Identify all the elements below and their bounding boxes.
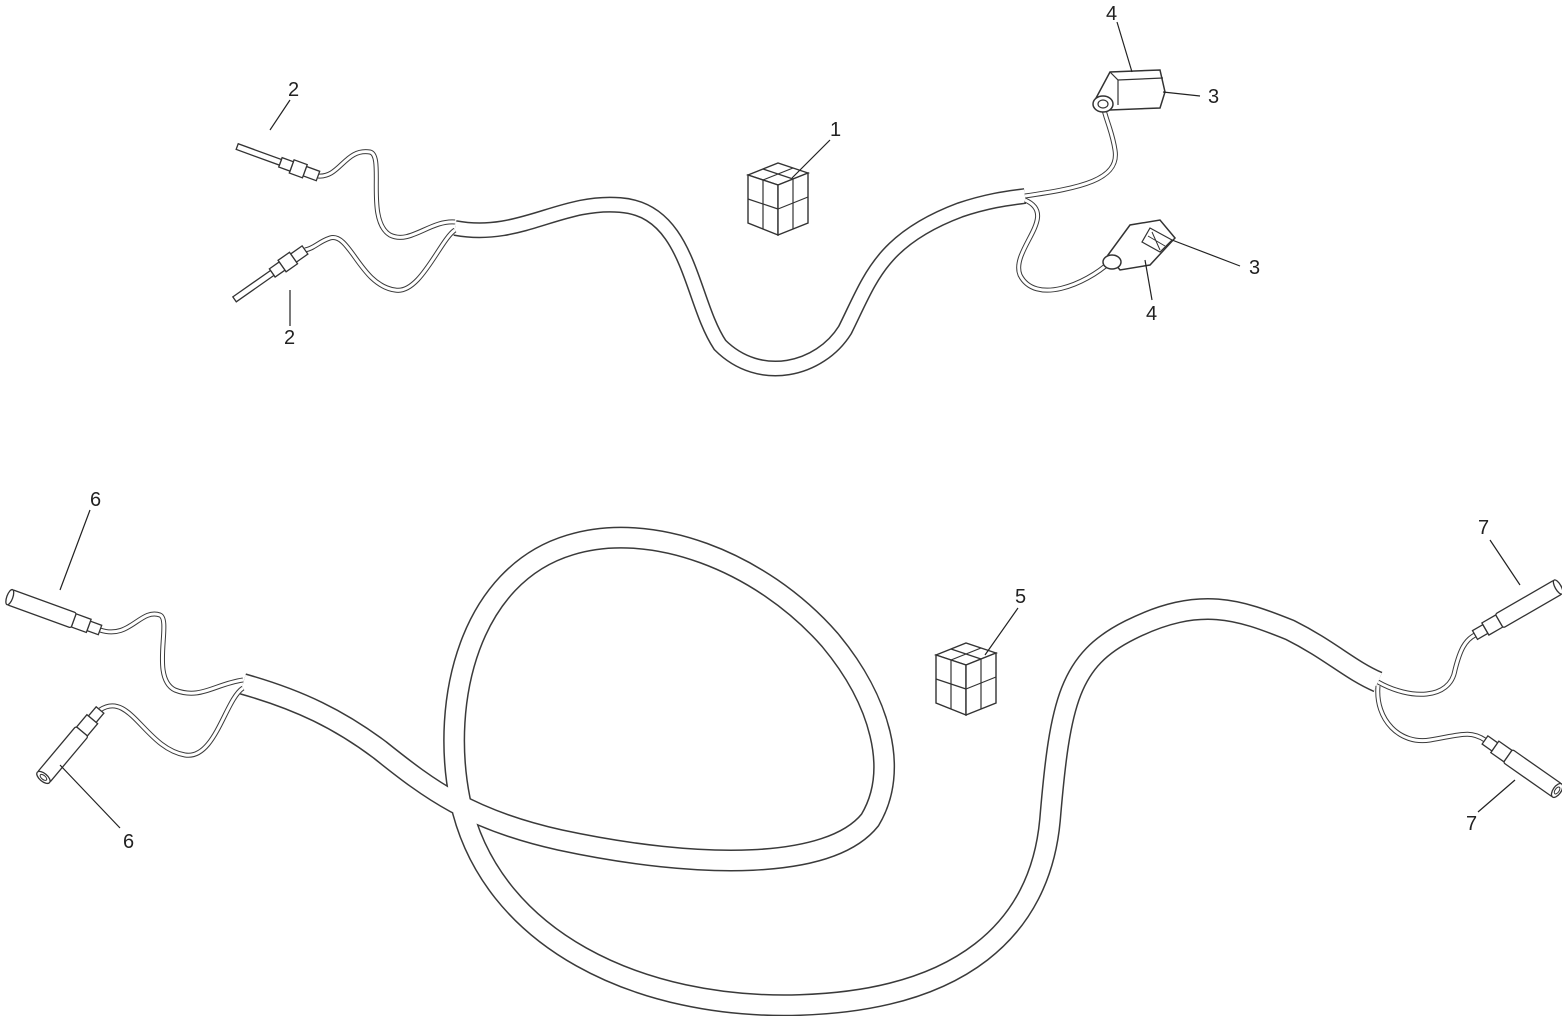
top-right-wire-lower [1016,197,1112,293]
sensor-probe-right-lower [1481,734,1562,799]
bottom-left-wire-upper [99,611,244,696]
callout-2-upper: 2 [288,79,299,101]
callout-1: 1 [830,119,841,141]
bottom-right-wire-upper [1376,632,1477,697]
connector-housing-lower [1102,219,1176,271]
callout-3-upper: 3 [1208,86,1219,108]
sensor-probe-right-upper [1471,579,1562,641]
pin-terminal-upper [235,142,321,182]
kit-box-1 [747,162,809,236]
callout-2-lower: 2 [284,327,295,349]
pin-terminal-lower [231,244,309,303]
top-right-wire-upper [1024,104,1118,199]
callout-5: 5 [1015,586,1026,608]
sensor-probe-left-lower [36,705,105,785]
bottom-harness [5,526,1562,1016]
callout-7-upper: 7 [1478,517,1489,539]
connector-housing-upper [1092,69,1166,113]
callout-7-lower: 7 [1466,813,1477,835]
callout-4-lower: 4 [1146,303,1157,325]
top-harness [231,69,1176,377]
sensor-probe-left-upper [5,588,103,636]
callout-4-upper: 4 [1106,3,1117,25]
kit-box-5 [935,642,997,716]
leader-lines [59,21,1521,829]
callout-6-upper: 6 [90,489,101,511]
callout-6-lower: 6 [123,831,134,853]
callout-3-lower: 3 [1249,257,1260,279]
callouts: 1 2 2 3 3 4 4 5 6 6 7 7 [90,3,1489,853]
